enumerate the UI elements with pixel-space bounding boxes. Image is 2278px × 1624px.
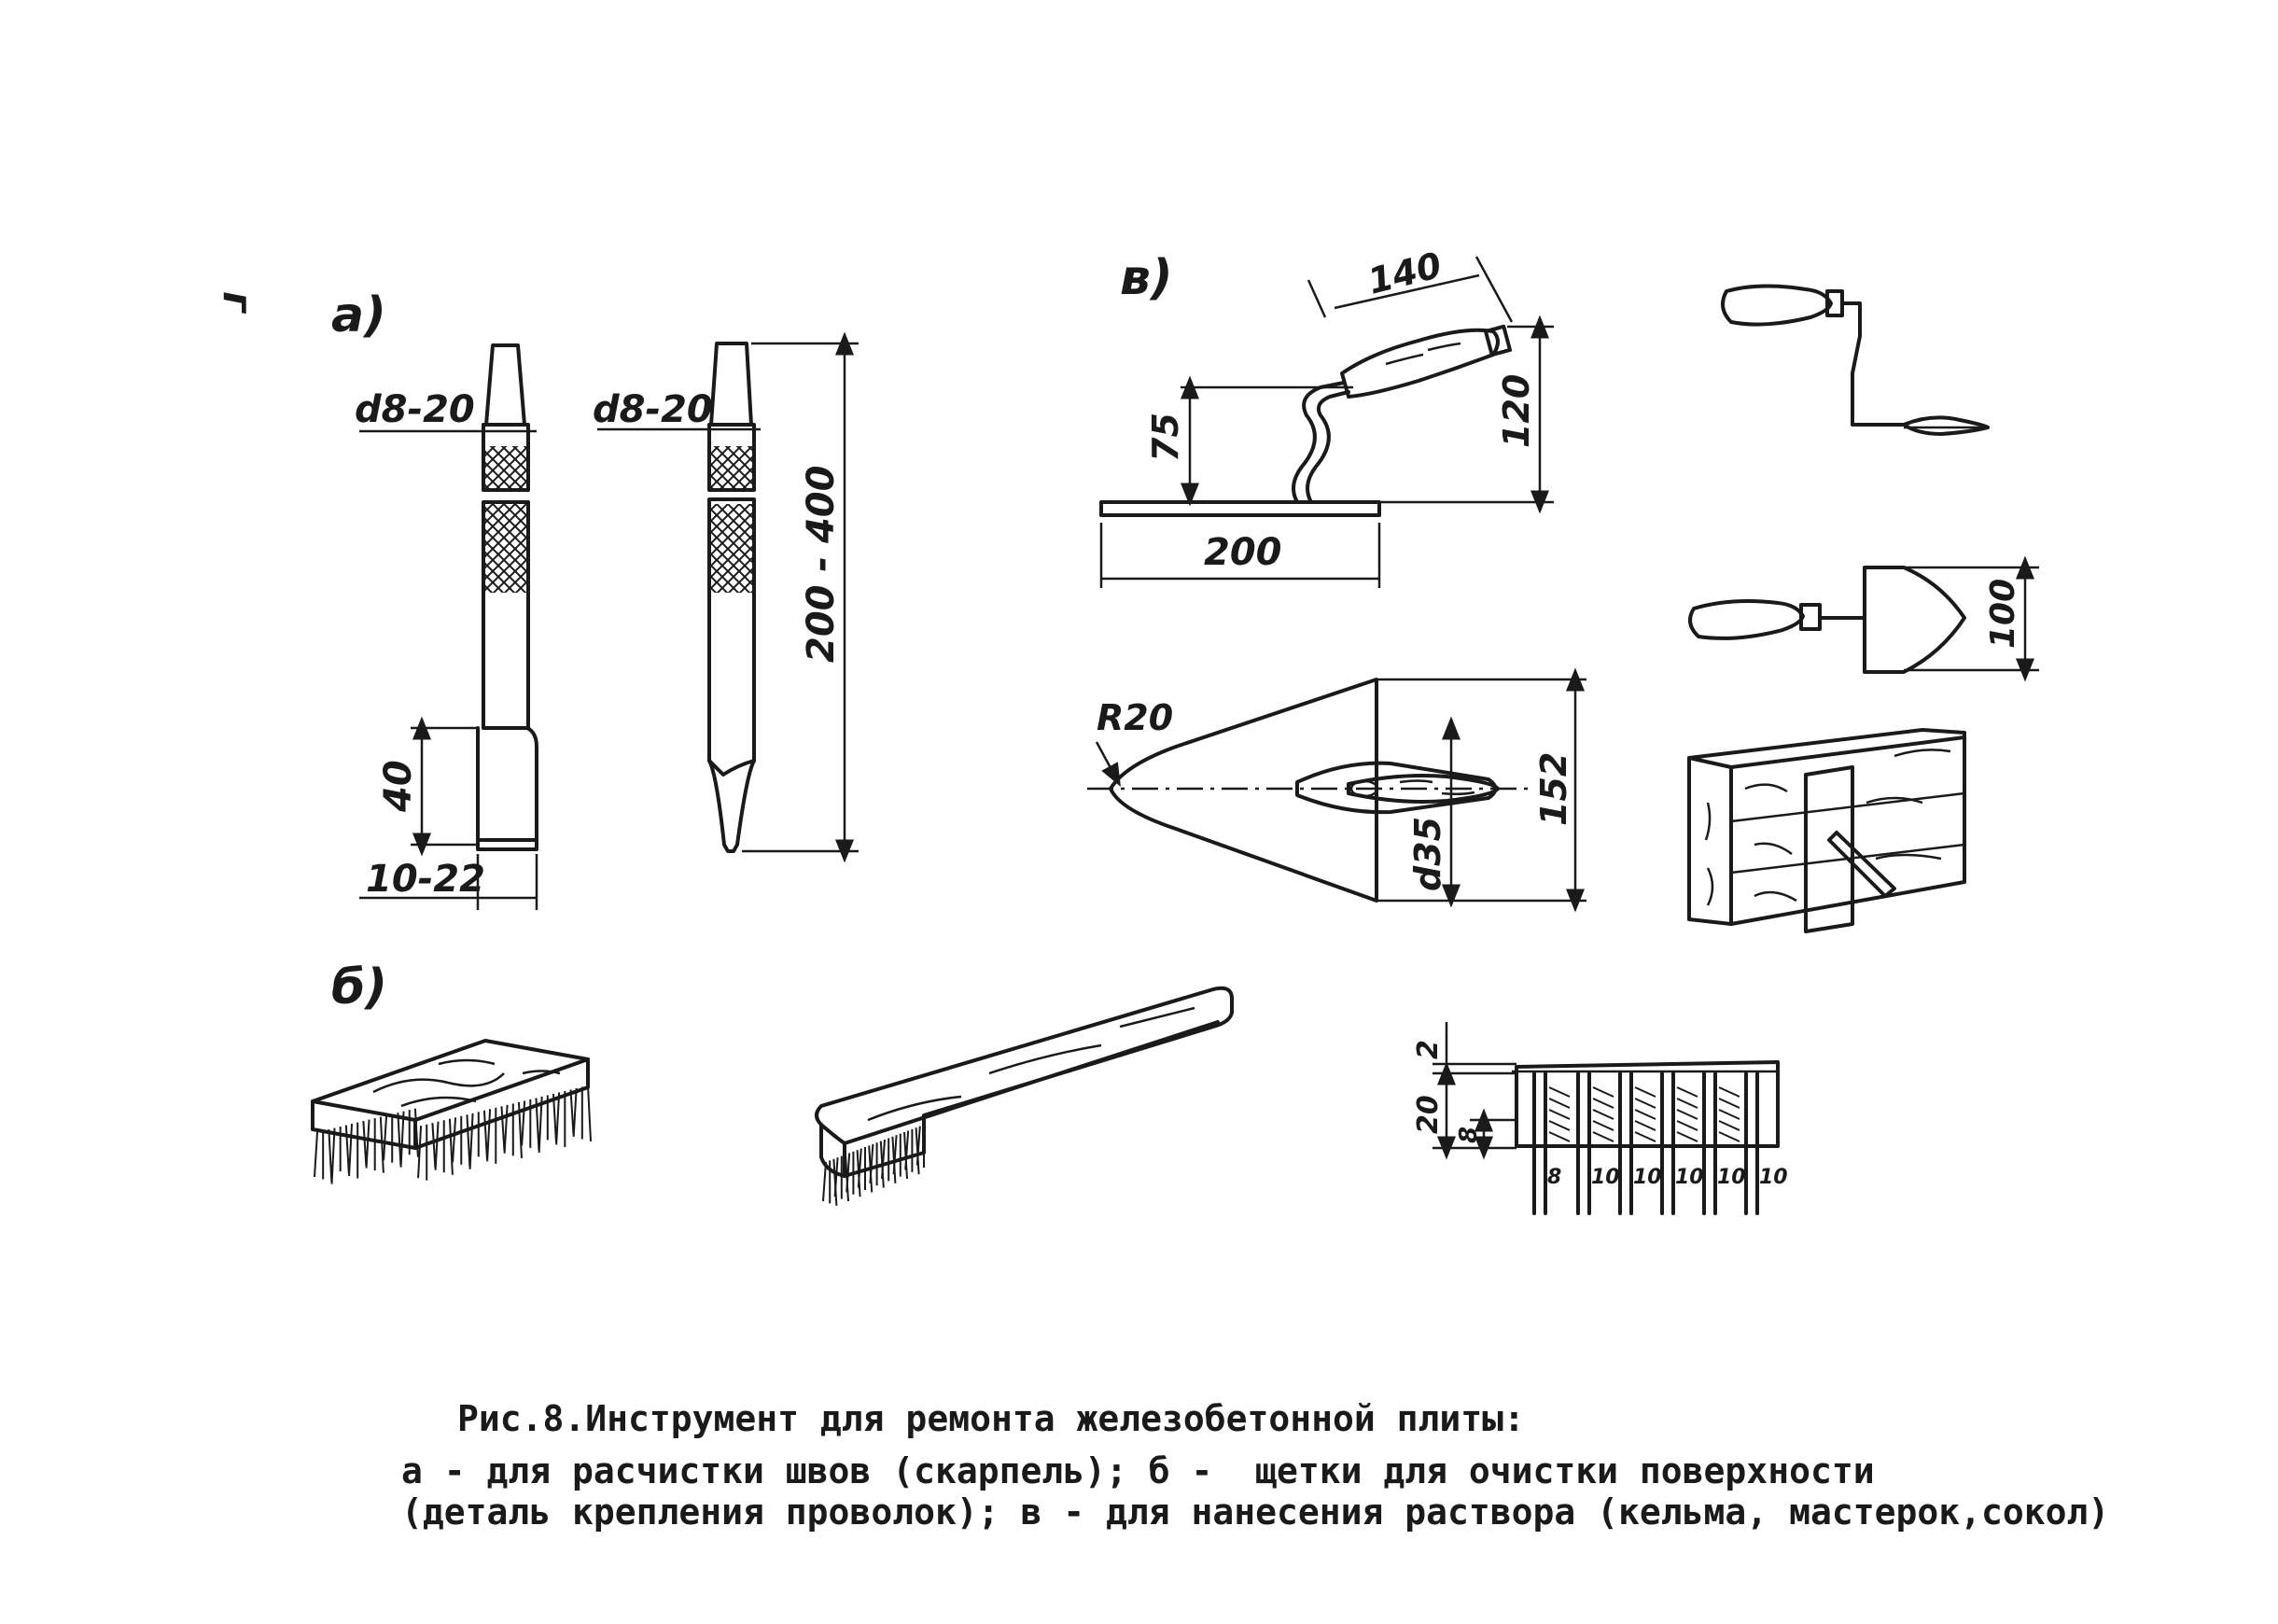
dim-detail-spacing-0: 8	[1547, 1166, 1561, 1189]
dim-trowel-base: 200	[1204, 531, 1282, 574]
dim-chisel1-diameter: d8-20	[355, 388, 475, 431]
dim-chisel2-length: 200 - 400	[800, 466, 843, 663]
dim-trowel-height-low: 75	[1145, 413, 1186, 462]
dim-chisel1-length: 40	[377, 760, 420, 813]
corner-mark: г	[214, 291, 261, 315]
chisel-flat	[359, 343, 538, 910]
dim-chisel2-diameter: d8-20	[593, 388, 713, 431]
dim-detail-height: 20	[1412, 1095, 1445, 1134]
caption-title: Рис.8.Инструмент для ремонта железобетон…	[457, 1398, 1525, 1439]
caption-line-2: (деталь крепления проволок); в - для нан…	[401, 1491, 2110, 1533]
dim-trowel-width: 152	[1533, 752, 1574, 826]
brush-block	[311, 1039, 592, 1184]
dim-detail-spacing-2: 10	[1633, 1166, 1662, 1189]
hawk-board	[1687, 728, 1966, 933]
dim-trowel-handle: 140	[1364, 245, 1446, 302]
brush-wire-detail	[1432, 1022, 1780, 1215]
mason-trowel	[1688, 555, 2039, 682]
label-part-b: б)	[331, 959, 387, 1015]
dim-detail-spacing-1: 10	[1591, 1166, 1620, 1189]
dim-detail-spacing-3: 10	[1675, 1166, 1704, 1189]
trowel-top-view	[1087, 667, 1586, 913]
dim-trowel-height-high: 120	[1496, 374, 1537, 448]
dim-detail-inner: 8	[1455, 1127, 1483, 1143]
dim-detail-spacing-4: 10	[1717, 1166, 1746, 1189]
chisel-pointed	[597, 331, 859, 863]
trowel-side-view	[1099, 256, 1554, 588]
dim-detail-spacing-5: 10	[1759, 1166, 1788, 1189]
dim-detail-top: 2	[1412, 1040, 1445, 1059]
figure-caption: Рис.8.Инструмент для ремонта железобетон…	[401, 1316, 2174, 1533]
caption-line-1: а - для расчистки швов (скарпель); б - щ…	[401, 1450, 1875, 1491]
label-part-a: а)	[331, 287, 386, 343]
dim-trowel-radius: R20	[1097, 697, 1173, 738]
label-part-v: в)	[1120, 250, 1173, 306]
detail-spacing-labels: 8 10 10 10 10 10	[1547, 1166, 1788, 1189]
brush-handle	[815, 986, 1234, 1206]
dim-mason-trowel-height: 100	[1984, 579, 2022, 649]
dim-chisel1-width: 10-22	[366, 858, 485, 901]
joint-trowel	[1721, 284, 1990, 436]
dim-trowel-handle-diameter: d35	[1407, 817, 1448, 891]
